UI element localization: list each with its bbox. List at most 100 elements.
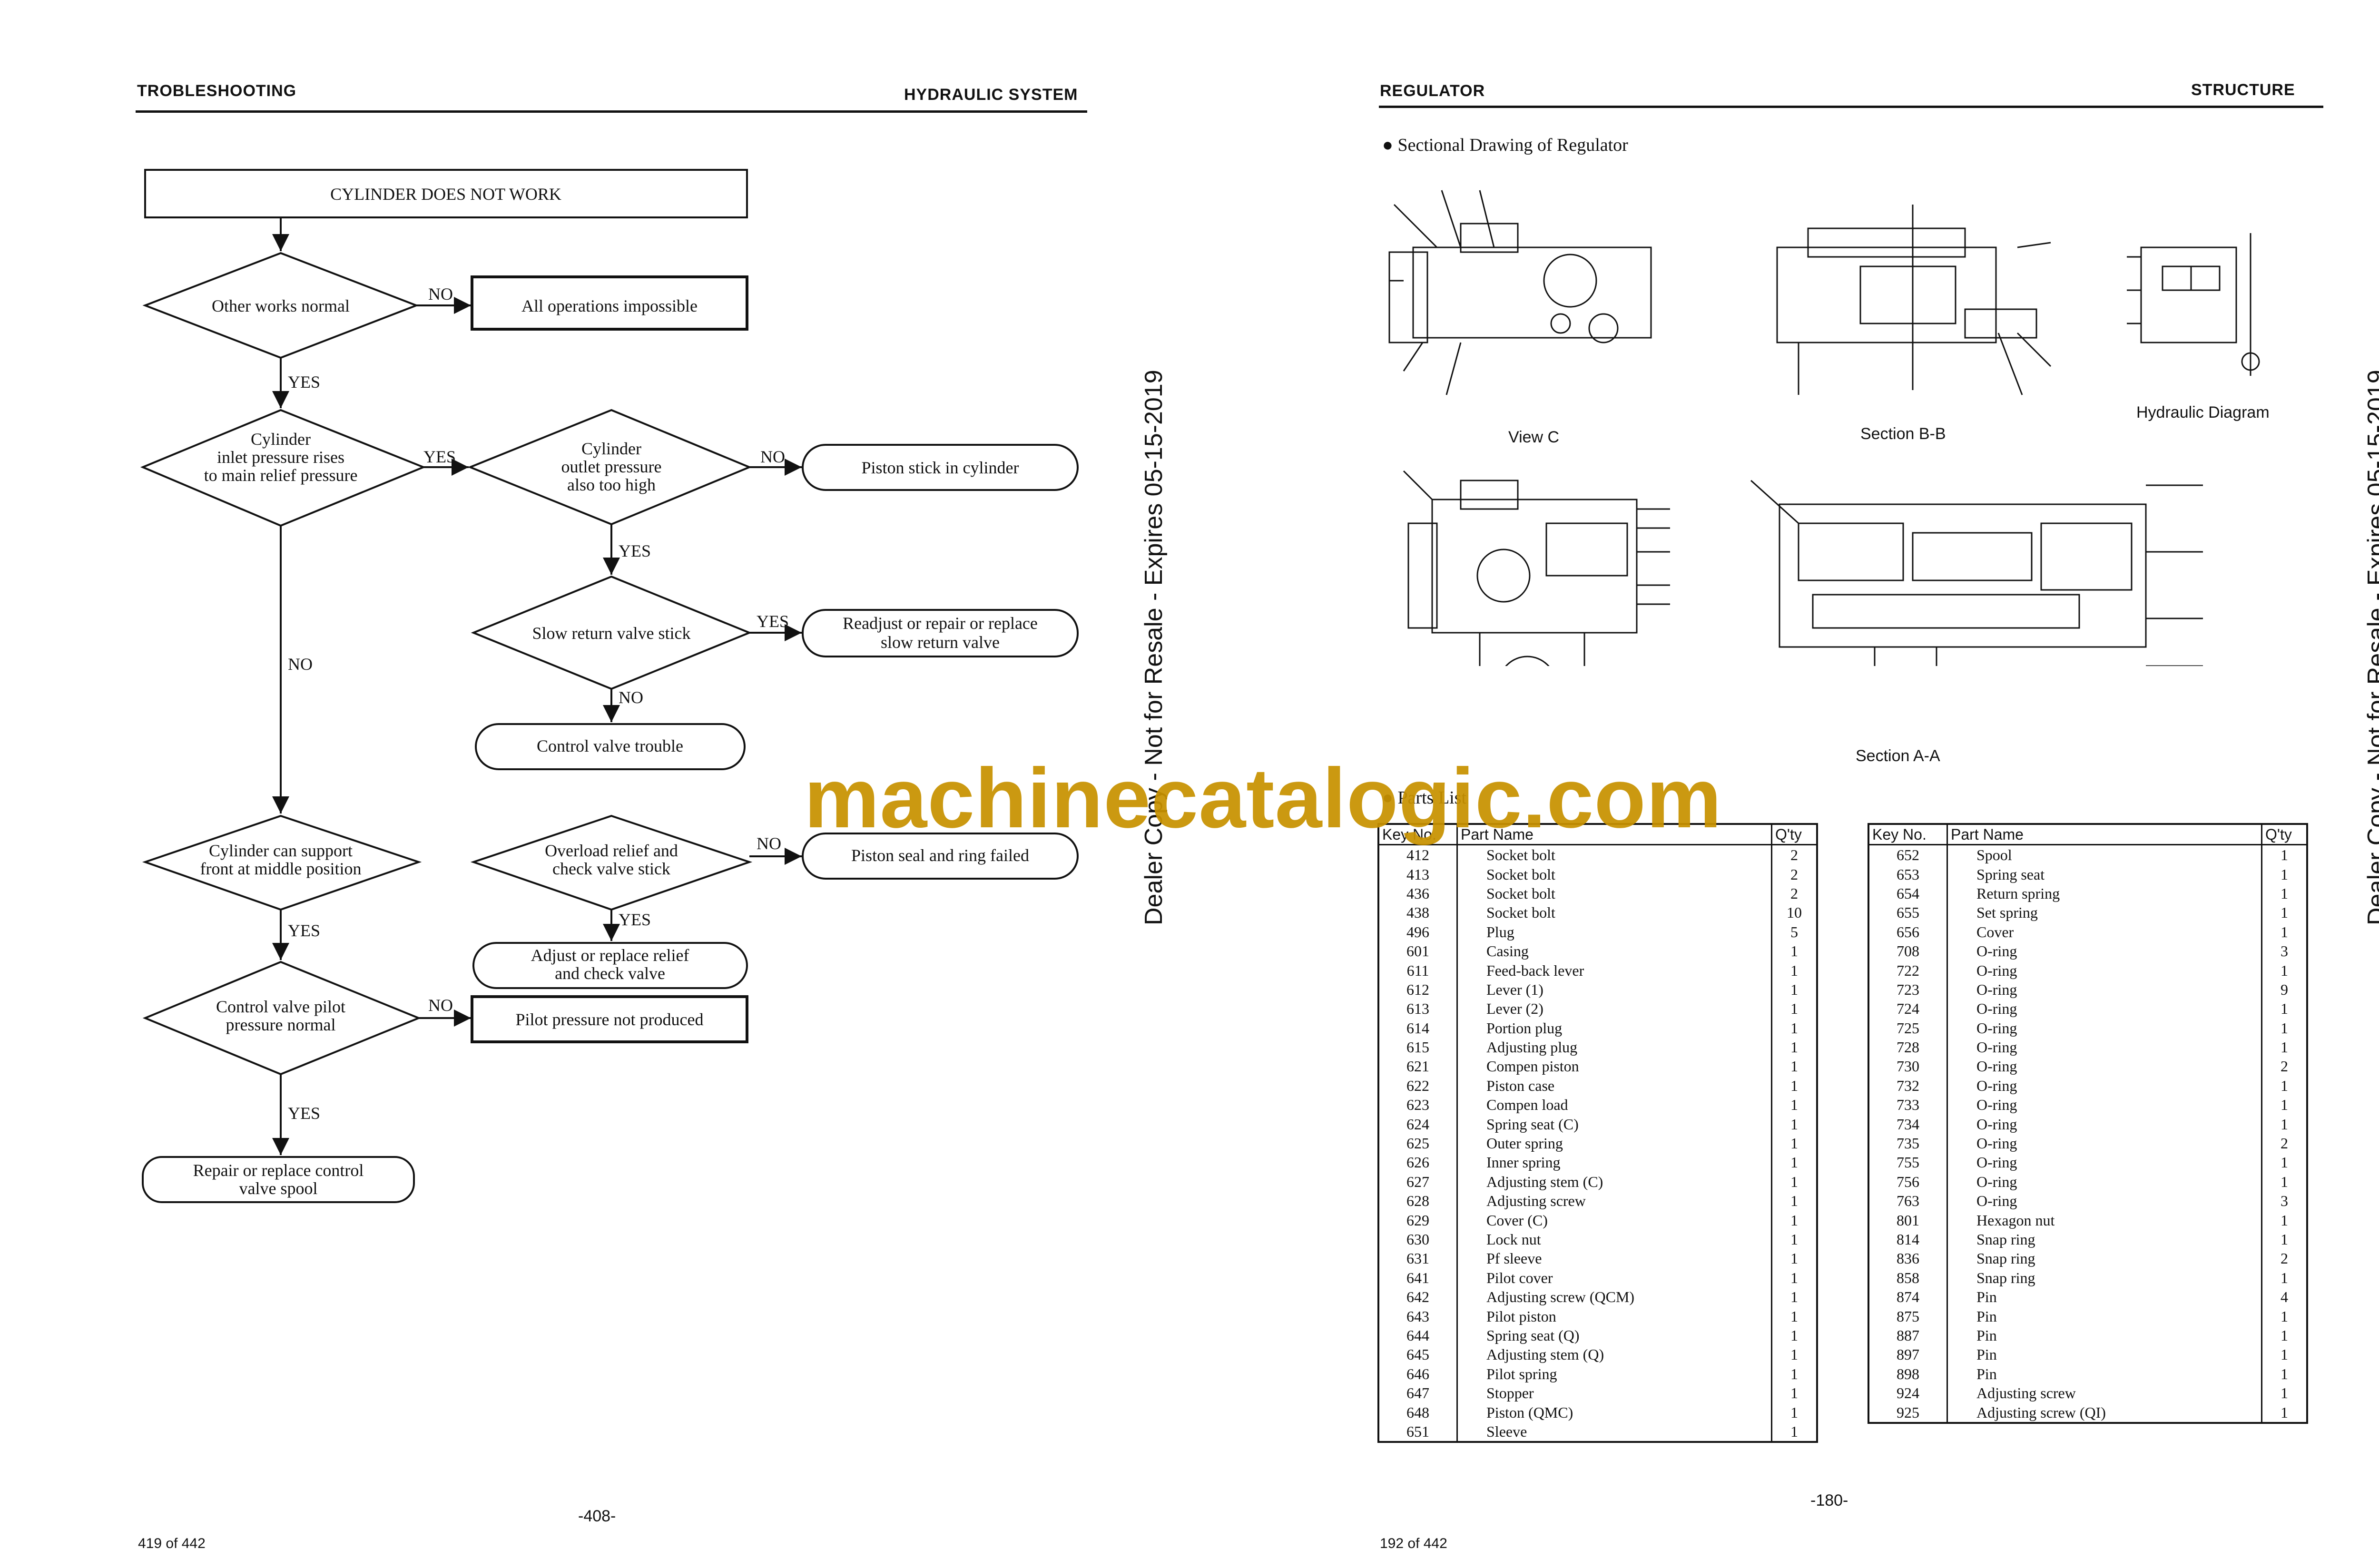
flow-result-pilot-not-produced [471,995,748,1043]
part-key-no: 612 [1379,980,1458,1000]
part-name: Pilot cover [1457,1268,1772,1287]
flow-r6b-text-2: and check valve [555,964,665,983]
part-key-no: 708 [1869,941,1948,961]
part-key-no: 874 [1869,1287,1948,1307]
part-name: Plug [1457,922,1772,941]
part-qty: 2 [1790,865,1798,883]
part-key-no: 496 [1379,922,1458,941]
part-name: Adjusting stem (C) [1457,1172,1772,1192]
part-key-no: 730 [1869,1057,1948,1076]
sectional-drawing-title-text: Sectional Drawing of Regulator [1397,135,1628,155]
part-name: Pin [1947,1364,2262,1383]
flow-result-repair-spool [142,1156,415,1203]
flow-label-yes: YES [423,447,456,466]
part-qty: 2 [2281,1250,2288,1267]
right-page: REGULATOR STRUCTURE ● Sectional Drawing … [1213,0,2379,1568]
part-qty: 1 [2281,1019,2288,1037]
part-qty: 1 [1790,1039,1798,1056]
flow-label-yes: YES [288,1104,320,1123]
part-key-no: 627 [1379,1172,1458,1192]
part-key-no: 763 [1869,1191,1948,1211]
part-key-no: 629 [1379,1210,1458,1230]
flow-label-no: NO [619,688,643,707]
part-qty: 1 [2281,865,2288,883]
part-name: Socket bolt [1457,844,1772,865]
part-qty: 1 [1790,1096,1798,1114]
part-key-no: 644 [1379,1325,1458,1345]
part-qty: 1 [1790,1384,1798,1402]
part-qty: 1 [1790,1231,1798,1248]
left-header-chapter: HYDRAULIC SYSTEM [904,86,1078,104]
part-qty: 1 [1790,1192,1798,1210]
part-key-no: 643 [1379,1306,1458,1326]
part-qty: 1 [2281,884,2288,902]
part-qty: 1 [1790,1058,1798,1075]
part-name: O-ring [1947,1057,2262,1076]
part-name: O-ring [1947,1191,2262,1211]
part-qty: 1 [2281,1384,2288,1402]
part-qty: 1 [2281,1096,2288,1114]
left-page-number: -408- [578,1507,616,1525]
part-key-no: 438 [1379,903,1458,922]
part-qty: 1 [1790,1403,1798,1421]
part-qty: 1 [1790,961,1798,979]
part-name: Set spring [1947,903,2262,922]
part-key-no: 651 [1379,1421,1458,1441]
part-qty: 1 [1790,1173,1798,1190]
part-qty: 1 [1790,1422,1798,1440]
caption-hydraulic-diagram: Hydraulic Diagram [2136,403,2270,421]
section-aa-drawing [1750,480,2203,666]
flow-r3-text: Piston stick in cylinder [862,458,1019,477]
part-qty: 1 [1790,1135,1798,1152]
part-key-no: 723 [1869,980,1948,1000]
flow-result-readjust [802,609,1079,657]
part-name: Piston (QMC) [1457,1402,1772,1422]
flow-label-yes: YES [757,612,789,631]
part-name: Compen load [1457,1095,1772,1115]
part-qty: 1 [1790,1288,1798,1306]
part-name: O-ring [1947,999,2262,1019]
part-name: Spring seat (C) [1457,1114,1772,1134]
part-name: Pin [1947,1345,2262,1364]
flow-d7-text-2: pressure normal [226,1015,336,1034]
right-header-section: REGULATOR [1380,82,1485,100]
part-qty: 10 [1787,904,1802,921]
part-qty: 1 [2281,1269,2288,1286]
flow-d2-text-3: to main relief pressure [204,466,358,485]
flow-label-yes: YES [619,541,651,560]
part-key-no: 621 [1379,1057,1458,1076]
flow-d1-text: Other works normal [212,296,350,315]
part-key-no: 655 [1869,903,1948,922]
part-name: Pin [1947,1306,2262,1326]
part-qty: 1 [2281,923,2288,941]
troubleshooting-flowchart: CYLINDER DOES NOT WORK Other works norma… [140,169,1079,1203]
part-key-no: 647 [1379,1383,1458,1403]
part-key-no: 654 [1869,883,1948,903]
flow-d6-text-1: Overload relief and [545,841,678,860]
part-name: Cover (C) [1457,1210,1772,1230]
part-qty: 3 [2281,1192,2288,1210]
part-name: O-ring [1947,1153,2262,1172]
part-qty: 1 [1790,1154,1798,1171]
